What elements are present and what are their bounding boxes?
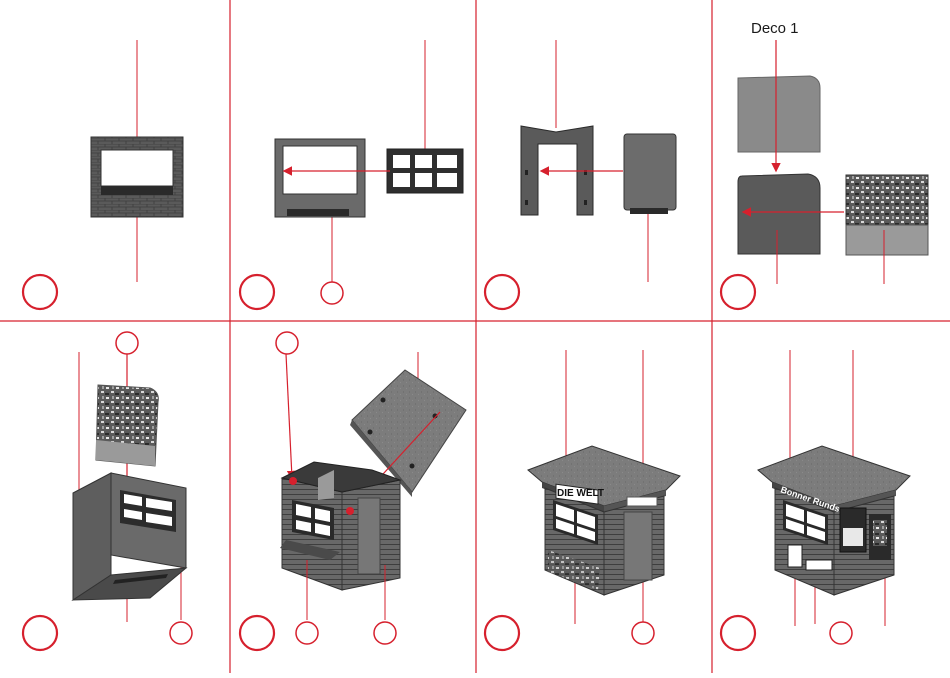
step-5-panel [23,332,192,650]
die-welt-sign: DIE WELT [557,488,604,499]
step-1-panel [23,40,183,309]
step-6-panel [240,332,466,650]
deco-label: Deco 1 [751,20,799,37]
step-7-panel: DIE WELT [485,350,680,650]
step-1-circle [23,275,57,309]
step-4-panel [721,40,928,309]
step-2-panel [240,40,463,309]
step-3-panel [485,40,676,309]
step-8-panel: Bonner Rundschau [721,350,910,650]
